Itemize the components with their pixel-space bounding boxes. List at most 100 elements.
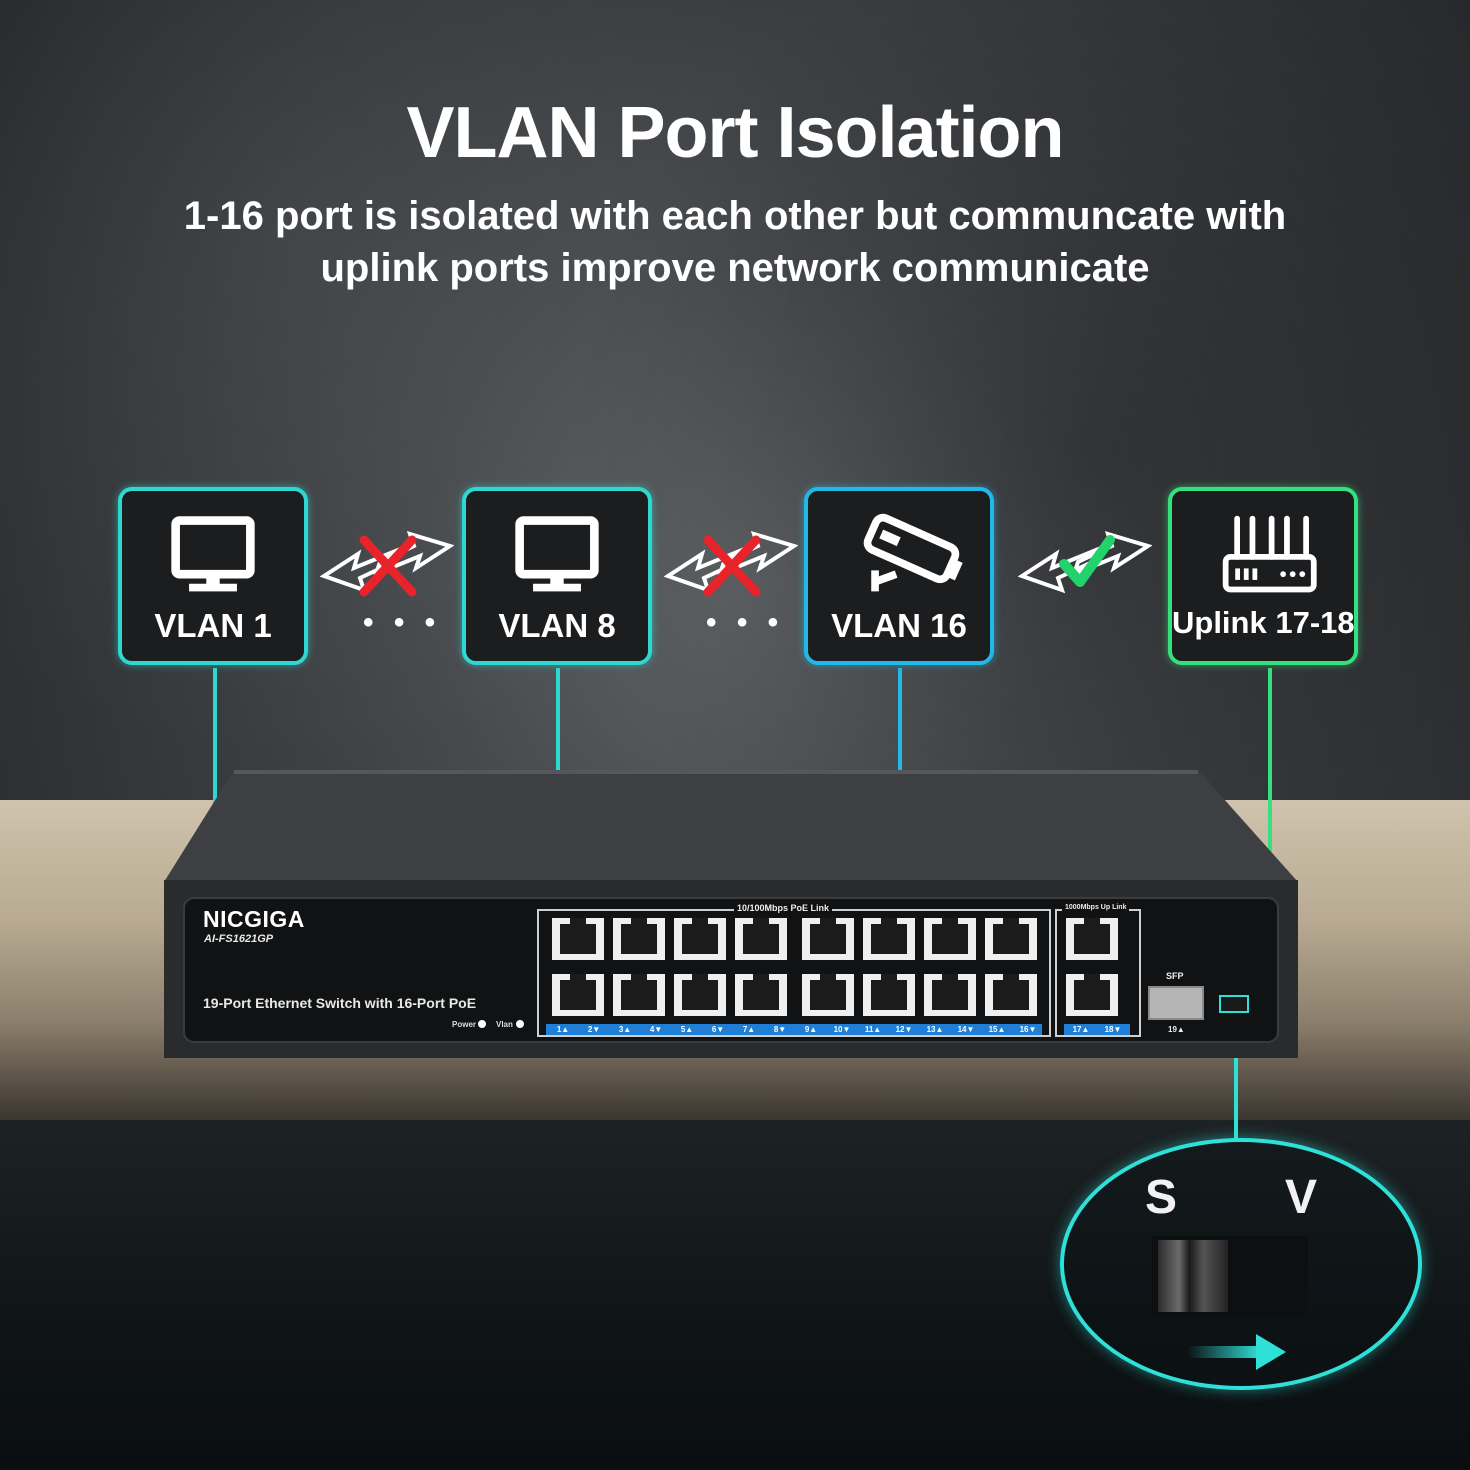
led-power-label: Power	[452, 1020, 477, 1029]
sfp-label: SFP	[1166, 971, 1184, 981]
port-latch	[1084, 918, 1100, 926]
vlan1-label: VLAN 1	[154, 607, 272, 644]
ethernet-port[interactable]	[985, 974, 1037, 1016]
ethernet-port[interactable]	[863, 918, 915, 960]
port-number-label: 12▼	[895, 1025, 913, 1034]
port-number-label: 1▲	[556, 1025, 570, 1034]
port-socket	[682, 924, 718, 954]
port-latch	[942, 918, 958, 926]
router-icon	[1222, 515, 1317, 593]
port-number-label: 4▼	[649, 1025, 663, 1034]
port-socket	[682, 980, 718, 1010]
uplink-box: Uplink 17-18	[1168, 487, 1358, 665]
network-switch	[164, 770, 1298, 1058]
port-number-label: 2▼	[587, 1025, 601, 1034]
port-socket	[871, 980, 907, 1010]
port-number-label: 10▼	[833, 1025, 851, 1034]
uplink-port-number-label: 18▼	[1104, 1025, 1122, 1034]
blocked-arrow-icon	[320, 530, 454, 597]
port-latch	[570, 918, 586, 926]
switch-model: AI-FS1621GP	[204, 933, 274, 945]
sfp-port-number: 19▲	[1168, 1025, 1185, 1034]
port-number-label: 7▲	[742, 1025, 756, 1034]
ethernet-port[interactable]	[613, 974, 665, 1016]
uplink-port[interactable]	[1066, 974, 1118, 1016]
port-latch	[631, 918, 647, 926]
port-latch	[820, 974, 836, 982]
uplink-port[interactable]	[1066, 918, 1118, 960]
port-number-label: 11▲	[864, 1025, 882, 1034]
port-latch	[942, 974, 958, 982]
ethernet-port[interactable]	[552, 918, 604, 960]
uplink-number-bar	[1064, 1024, 1130, 1035]
port-socket	[932, 924, 968, 954]
port-number-bar	[546, 1024, 1042, 1035]
port-latch	[692, 918, 708, 926]
zoom-label-v: V	[1285, 1171, 1318, 1224]
port-socket	[932, 980, 968, 1010]
switch-description: 19-Port Ethernet Switch with 16-Port PoE	[203, 995, 477, 1011]
port-socket	[810, 924, 846, 954]
port-latch	[1003, 918, 1019, 926]
separator-dots: • • •	[363, 606, 442, 639]
port-latch	[570, 974, 586, 982]
port-socket	[993, 924, 1029, 954]
port-group-main-label: 10/100Mbps PoE Link	[734, 903, 833, 913]
port-number-label: 9▲	[804, 1025, 818, 1034]
port-latch	[1084, 974, 1100, 982]
allowed-arrow-icon	[1018, 530, 1152, 594]
port-socket	[743, 980, 779, 1010]
wall-background	[0, 0, 1470, 820]
port-group-uplink-label: 1000Mbps Up Link	[1062, 904, 1130, 911]
vlan1-box: VLAN 1	[118, 487, 308, 665]
ethernet-port[interactable]	[863, 974, 915, 1016]
vlan16-box: VLAN 16	[804, 487, 994, 665]
monitor-icon	[515, 516, 599, 592]
port-number-label: 16▼	[1019, 1025, 1037, 1034]
port-latch	[881, 974, 897, 982]
uplink-port-number-label: 17▲	[1072, 1025, 1090, 1034]
ethernet-port[interactable]	[802, 974, 854, 1016]
port-latch	[753, 918, 769, 926]
blocked-arrow-icon	[664, 530, 798, 597]
port-number-label: 5▲	[680, 1025, 694, 1034]
vlan16-label: VLAN 16	[831, 607, 967, 644]
ethernet-port[interactable]	[674, 974, 726, 1016]
ethernet-port[interactable]	[552, 974, 604, 1016]
port-number-label: 8▼	[773, 1025, 787, 1034]
port-socket	[871, 924, 907, 954]
port-socket	[743, 924, 779, 954]
ethernet-port[interactable]	[674, 918, 726, 960]
ethernet-port[interactable]	[735, 974, 787, 1016]
port-socket	[560, 924, 596, 954]
port-latch	[1003, 974, 1019, 982]
zoom-label-s: S	[1145, 1171, 1178, 1224]
ethernet-port[interactable]	[924, 918, 976, 960]
port-socket	[810, 980, 846, 1010]
port-latch	[692, 974, 708, 982]
port-number-label: 15▲	[988, 1025, 1006, 1034]
switch-brand: NICGIGA	[203, 906, 305, 932]
ethernet-port[interactable]	[924, 974, 976, 1016]
port-number-label: 6▼	[711, 1025, 725, 1034]
port-latch	[820, 918, 836, 926]
port-socket	[560, 980, 596, 1010]
led-vlan-label: Vlan	[496, 1020, 513, 1029]
page-title: VLAN Port Isolation	[406, 93, 1064, 173]
port-number-label: 14▼	[957, 1025, 975, 1034]
port-socket	[1074, 924, 1110, 954]
separator-dots: • • •	[706, 606, 785, 639]
port-socket	[1074, 980, 1110, 1010]
ethernet-port[interactable]	[735, 918, 787, 960]
ethernet-port[interactable]	[802, 918, 854, 960]
uplink-label: Uplink 17-18	[1172, 605, 1355, 640]
port-latch	[881, 918, 897, 926]
vlan-switch-knob[interactable]	[1158, 1240, 1228, 1312]
ethernet-port[interactable]	[613, 918, 665, 960]
port-number-label: 13▲	[926, 1025, 944, 1034]
ethernet-port[interactable]	[985, 918, 1037, 960]
port-latch	[753, 974, 769, 982]
port-socket	[621, 924, 657, 954]
security-camera-icon	[863, 513, 963, 592]
port-latch	[631, 974, 647, 982]
